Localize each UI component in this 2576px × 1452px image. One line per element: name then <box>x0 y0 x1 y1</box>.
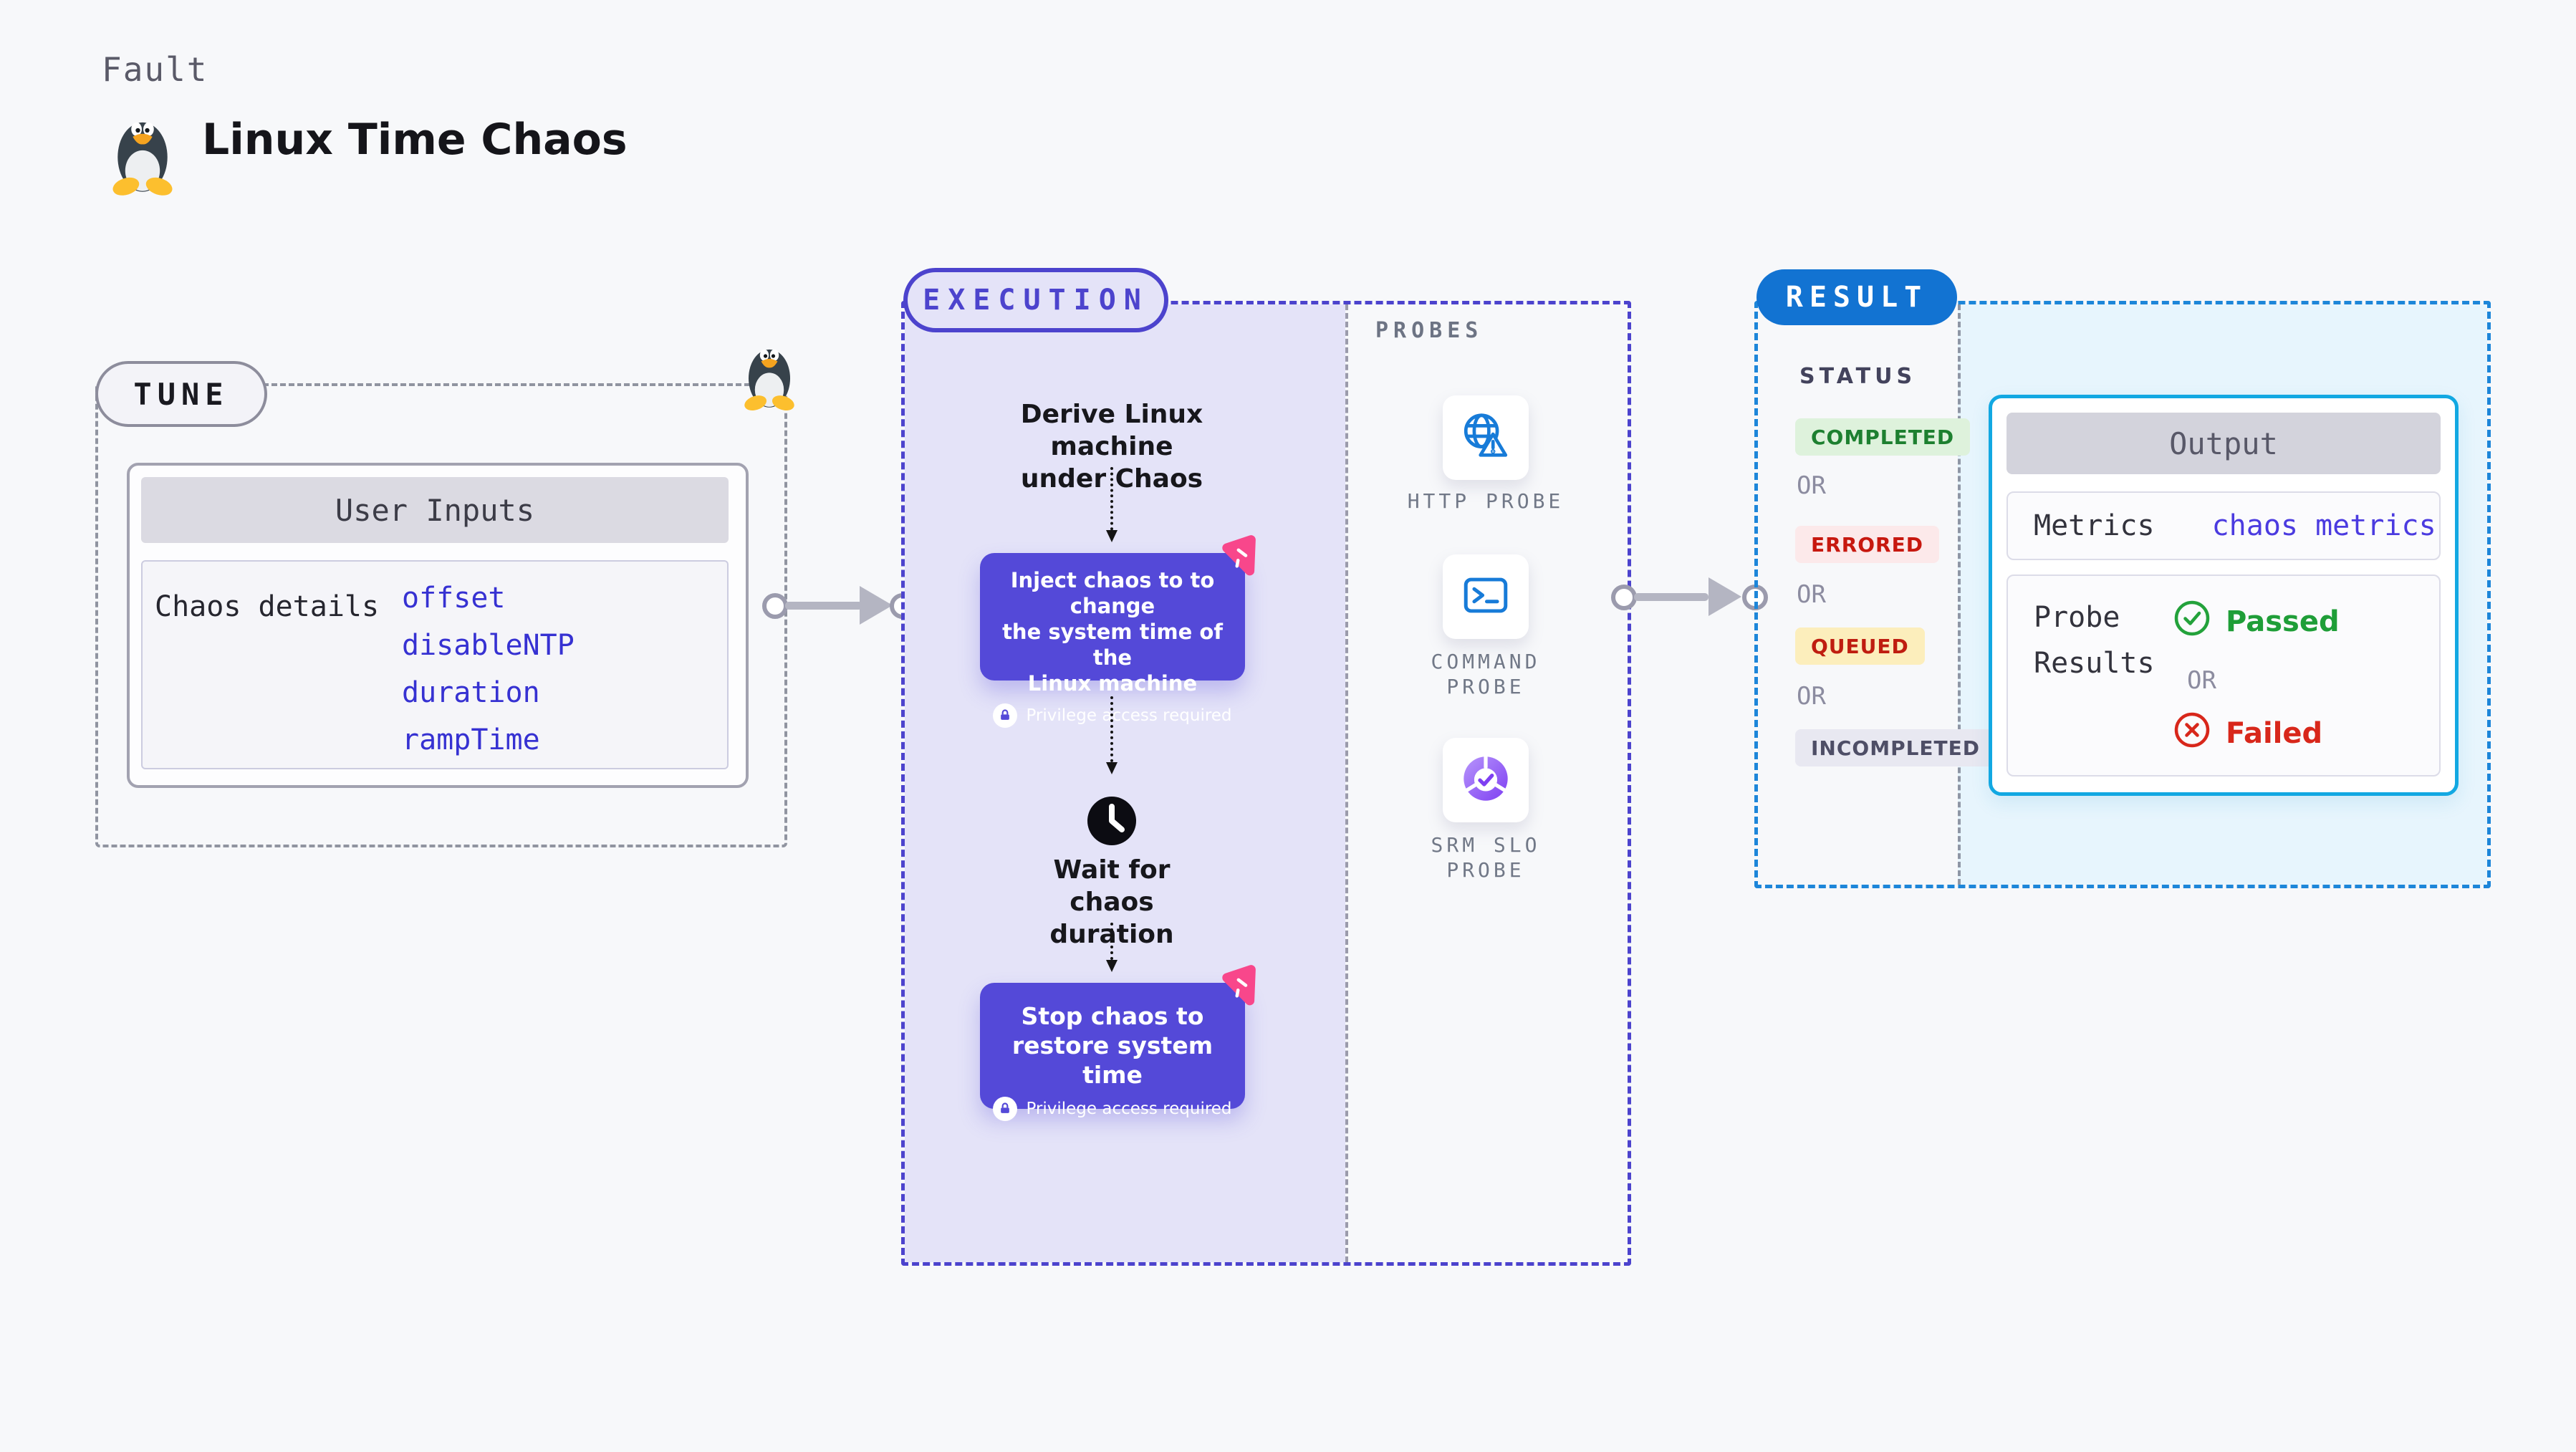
privilege-note: Privilege access required <box>1026 706 1232 725</box>
chaos-details-label: Chaos details <box>155 590 380 623</box>
input-value-ramptime: rampTime <box>402 723 540 756</box>
command-probe-label: COMMAND PROBE <box>1431 650 1541 698</box>
passed-label: Passed <box>2226 605 2340 638</box>
output-title: Output <box>2169 425 2278 461</box>
metrics-row: Metrics chaos metrics <box>2007 491 2441 560</box>
probes-section-label: PROBES <box>1375 318 1484 343</box>
input-value-offset: offset <box>402 582 506 615</box>
status-badge-incompleted: INCOMPLETED <box>1795 729 1996 766</box>
flow-arrow-3 <box>1106 923 1118 972</box>
input-value-disablentp: disableNTP <box>402 629 575 662</box>
input-value-duration: duration <box>402 676 540 709</box>
user-inputs-panel <box>141 560 729 769</box>
globe-alert-icon <box>1458 409 1513 466</box>
tune-pill-label: TUNE <box>133 376 229 412</box>
flow-arrow-2 <box>1106 696 1118 774</box>
probe-results-row: Probe Results Passed OR F <box>2007 574 2441 777</box>
inject-chaos-text: Inject chaos to to change the system tim… <box>1002 568 1223 696</box>
result-pill: RESULT <box>1756 269 1957 325</box>
srm-slo-probe-card <box>1443 738 1529 822</box>
privilege-note: Privilege access required <box>1026 1100 1232 1118</box>
connector-node-execution-out <box>1611 585 1637 610</box>
tune-pill: TUNE <box>95 361 267 427</box>
page-title: Linux Time Chaos <box>202 115 628 165</box>
tux-penguin-small-icon <box>738 338 801 411</box>
srm-slo-probe-label: SRM SLO PROBE <box>1431 833 1541 882</box>
status-title: STATUS <box>1799 364 1917 389</box>
flow-arrow-1 <box>1106 467 1118 542</box>
user-inputs-header: User Inputs <box>141 477 729 543</box>
stop-chaos-step: Stop chaos to restore system time Privil… <box>980 965 1256 1121</box>
connector-arrowhead-2 <box>1708 577 1741 616</box>
execution-pill: EXECUTION <box>903 268 1168 332</box>
connector-node-tune-out <box>762 593 788 619</box>
chaos-logo-icon <box>1216 533 1267 583</box>
privilege-row: Privilege access required <box>980 1097 1245 1121</box>
status-badge-completed: COMPLETED <box>1795 418 1971 456</box>
privilege-row: Privilege access required <box>980 703 1245 728</box>
tune-region <box>95 383 787 847</box>
x-circle-icon <box>2173 711 2211 756</box>
terminal-icon <box>1458 568 1513 625</box>
chaos-logo-icon <box>1216 963 1267 1013</box>
passed-verdict: Passed <box>2173 599 2340 645</box>
output-header: Output <box>2007 413 2441 474</box>
probes-divider <box>1345 304 1348 1262</box>
execution-pill-label: EXECUTION <box>923 284 1149 317</box>
status-badge-queued: QUEUED <box>1795 628 1925 665</box>
result-pill-label: RESULT <box>1785 281 1928 314</box>
fault-kicker: Fault <box>102 50 208 89</box>
probe-results-label: Probe Results <box>2034 601 2155 680</box>
metrics-label: Metrics <box>2034 509 2155 542</box>
command-probe-card <box>1443 554 1529 639</box>
stop-chaos-text: Stop chaos to restore system time <box>1011 1002 1213 1089</box>
status-or-label: OR <box>1797 682 1826 711</box>
status-or-label: OR <box>1797 580 1826 609</box>
verdict-or-label: OR <box>2187 666 2216 695</box>
connector-line-1 <box>785 602 862 610</box>
failed-label: Failed <box>2226 717 2323 750</box>
check-circle-icon <box>2173 599 2211 645</box>
connector-arrowhead-1 <box>860 586 893 625</box>
output-card: Output Metrics chaos metrics Probe Resul… <box>1989 395 2459 796</box>
http-probe-card <box>1443 395 1529 480</box>
result-divider <box>1958 304 1961 885</box>
connector-line-2 <box>1634 593 1708 601</box>
lock-icon <box>993 703 1018 728</box>
user-inputs-title: User Inputs <box>335 492 535 528</box>
status-or-label: OR <box>1797 471 1826 500</box>
lock-icon <box>993 1097 1018 1121</box>
slo-pie-icon <box>1458 751 1513 809</box>
http-probe-label: HTTP PROBE <box>1407 489 1565 513</box>
metrics-value: chaos metrics <box>2211 509 2436 542</box>
status-badge-errored: ERRORED <box>1795 526 1939 563</box>
tux-penguin-icon <box>105 109 181 196</box>
inject-chaos-step: Inject chaos to to change the system tim… <box>980 535 1256 728</box>
clock-icon <box>1086 795 1138 847</box>
failed-verdict: Failed <box>2173 711 2322 756</box>
